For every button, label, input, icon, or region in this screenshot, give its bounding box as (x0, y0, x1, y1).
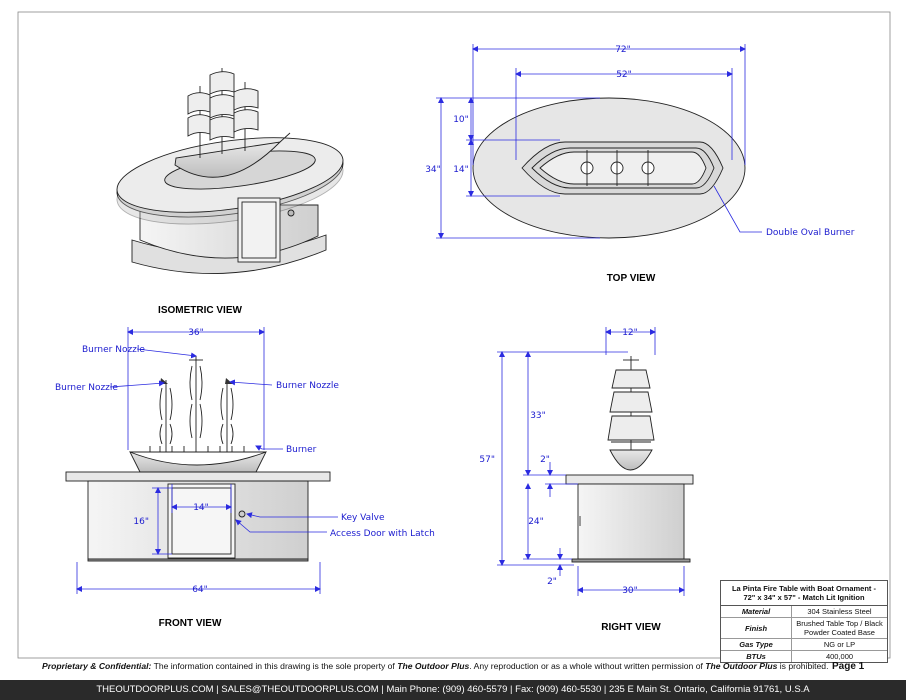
disclaimer-text-1: The information contained in this drawin… (151, 661, 398, 671)
callout-burner-nozzle-right: Burner Nozzle (276, 381, 339, 391)
dim-front-door-width: 14" (193, 503, 209, 513)
title-block-key: Finish (721, 618, 792, 638)
dim-right-plinth: 2" (547, 577, 557, 587)
title-block-row: Material 304 Stainless Steel (721, 606, 887, 618)
title-block-key: Gas Type (721, 639, 792, 650)
right-view-dimensions (497, 327, 685, 596)
dim-right-overall-height: 57" (479, 455, 495, 465)
title-block-value: 400,000 (825, 652, 854, 661)
page-number: Page 1 (832, 661, 865, 672)
callout-double-oval-burner: Double Oval Burner (766, 228, 855, 238)
sheet-border (17, 11, 891, 659)
dim-right-top-thickness: 2" (540, 455, 550, 465)
callout-burner-nozzle-left: Burner Nozzle (55, 383, 118, 393)
right-view (565, 356, 694, 563)
front-view (65, 356, 331, 562)
disclaimer: Proprietary & Confidential: The informat… (42, 661, 828, 671)
callout-burner-nozzle-top: Burner Nozzle (82, 345, 145, 355)
top-view-label: TOP VIEW (607, 273, 656, 284)
title-block-row: BTUs 400,000 (721, 651, 887, 662)
front-view-dimensions (76, 327, 338, 594)
callout-burner: Burner (286, 445, 317, 455)
disclaimer-lead: Proprietary & Confidential: (42, 661, 152, 671)
dim-top-burner-depth: 14" (453, 165, 469, 175)
dim-top-overall-width: 72" (615, 45, 631, 55)
callout-access-door: Access Door with Latch (330, 529, 435, 539)
isometric-view-label: ISOMETRIC VIEW (158, 305, 242, 316)
title-block-value: Brushed Table Top / Black Powder Coated … (796, 619, 883, 637)
dim-top-depth: 34" (425, 165, 441, 175)
dim-front-ship-width: 36" (188, 328, 204, 338)
dim-right-ship-width: 12" (622, 328, 638, 338)
title-block-row: Gas Type NG or LP (721, 639, 887, 651)
callout-key-valve: Key Valve (341, 513, 385, 523)
dim-front-door-height: 16" (133, 517, 149, 527)
title-block-title: La Pinta Fire Table with Boat Ornament -… (721, 581, 887, 606)
disclaimer-company-2: The Outdoor Plus (705, 661, 778, 671)
title-block-key: Material (721, 606, 792, 617)
top-view-dimensions (436, 44, 762, 239)
title-block-key: BTUs (721, 651, 792, 662)
title-block: La Pinta Fire Table with Boat Ornament -… (720, 580, 888, 663)
dim-top-burner-width: 52" (616, 70, 632, 80)
title-block-value: 304 Stainless Steel (807, 607, 872, 616)
disclaimer-text-3: is prohibited. (777, 661, 829, 671)
disclaimer-text-2: . Any reproduction or as a whole without… (469, 661, 706, 671)
dim-right-ship-height: 33" (530, 411, 546, 421)
isometric-view (116, 68, 344, 274)
top-view (472, 97, 746, 239)
dim-front-overall-width: 64" (192, 585, 208, 595)
title-block-row: Finish Brushed Table Top / Black Powder … (721, 618, 887, 639)
title-block-value: NG or LP (823, 640, 856, 649)
right-view-label: RIGHT VIEW (601, 622, 661, 633)
front-view-label: FRONT VIEW (159, 618, 222, 629)
dim-top-offset: 10" (453, 115, 469, 125)
disclaimer-company-1: The Outdoor Plus (397, 661, 470, 671)
dim-right-base-width: 30" (622, 586, 638, 596)
dim-right-base-height: 24" (528, 517, 544, 527)
footer-bar: THEOUTDOORPLUS.COM | SALES@THEOUTDOORPLU… (0, 680, 906, 700)
